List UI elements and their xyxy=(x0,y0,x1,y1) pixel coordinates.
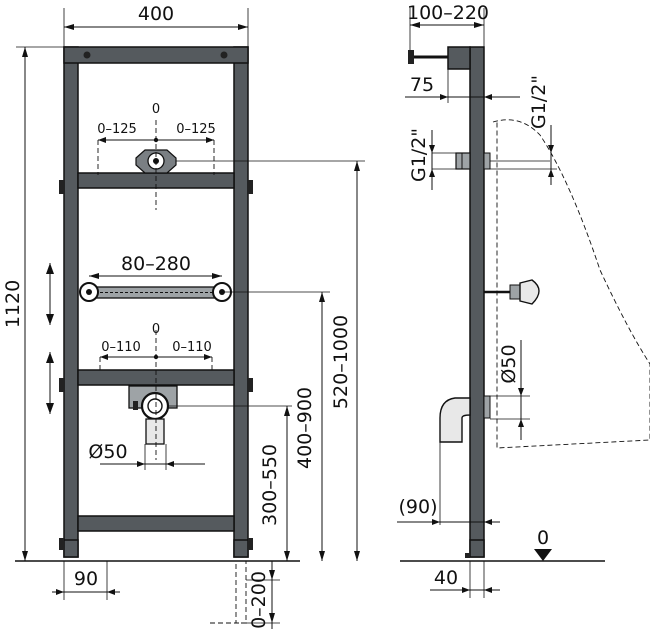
urinal-outline xyxy=(492,119,650,449)
front-frame-left-post xyxy=(63,46,79,558)
dim-frame-depth: 40 xyxy=(434,567,458,589)
dim-supply-height: 520–1000 xyxy=(330,315,352,409)
dim-waste-height: 300–550 xyxy=(259,444,281,526)
supply-offset-right: 0–125 xyxy=(176,122,216,137)
supply-offset-center: 0 xyxy=(152,102,160,117)
front-frame-right-post xyxy=(233,46,249,558)
waste-outlet-front xyxy=(128,385,178,445)
front-frame-bottom-crossbar xyxy=(77,515,235,532)
front-frame-right-foot xyxy=(233,539,249,558)
dim-floor-adjust: 0–200 xyxy=(248,571,270,629)
height-adjust-arrows xyxy=(46,263,54,414)
side-frame-post xyxy=(469,46,485,558)
dim-waste-depth: (90) xyxy=(398,496,437,518)
dim-waste-diameter-side: Ø50 xyxy=(498,344,520,383)
bar-fixing-side xyxy=(484,279,540,305)
dim-offset: 75 xyxy=(410,74,434,96)
dim-foot-width: 90 xyxy=(74,568,98,590)
dim-waste-diameter-front: Ø50 xyxy=(88,441,127,463)
floor-level-marker xyxy=(534,549,552,561)
dim-bar-span: 80–280 xyxy=(121,253,191,275)
dim-height: 1120 xyxy=(2,280,24,328)
front-frame xyxy=(59,46,253,558)
waste-elbow-side xyxy=(439,395,491,443)
side-frame xyxy=(447,46,485,558)
adjustable-bar-front xyxy=(79,282,232,302)
dim-bar-height: 400–900 xyxy=(294,387,316,469)
dim-depth: 100–220 xyxy=(407,2,489,24)
thread-label-left: G1/2" xyxy=(408,128,430,182)
front-frame-left-foot xyxy=(63,539,79,558)
waste-offset-center: 0 xyxy=(152,322,160,337)
supply-pipe-side xyxy=(408,50,448,64)
supply-offset-left: 0–125 xyxy=(97,122,137,137)
floor-level-label: 0 xyxy=(537,527,549,549)
thread-label-right: G1/2" xyxy=(528,75,550,129)
waste-offset-right: 0–110 xyxy=(172,340,212,355)
supply-connection-side xyxy=(455,152,491,170)
front-frame-top-bar xyxy=(63,46,249,64)
dim-width: 400 xyxy=(138,3,174,25)
waste-offset-left: 0–110 xyxy=(101,340,141,355)
